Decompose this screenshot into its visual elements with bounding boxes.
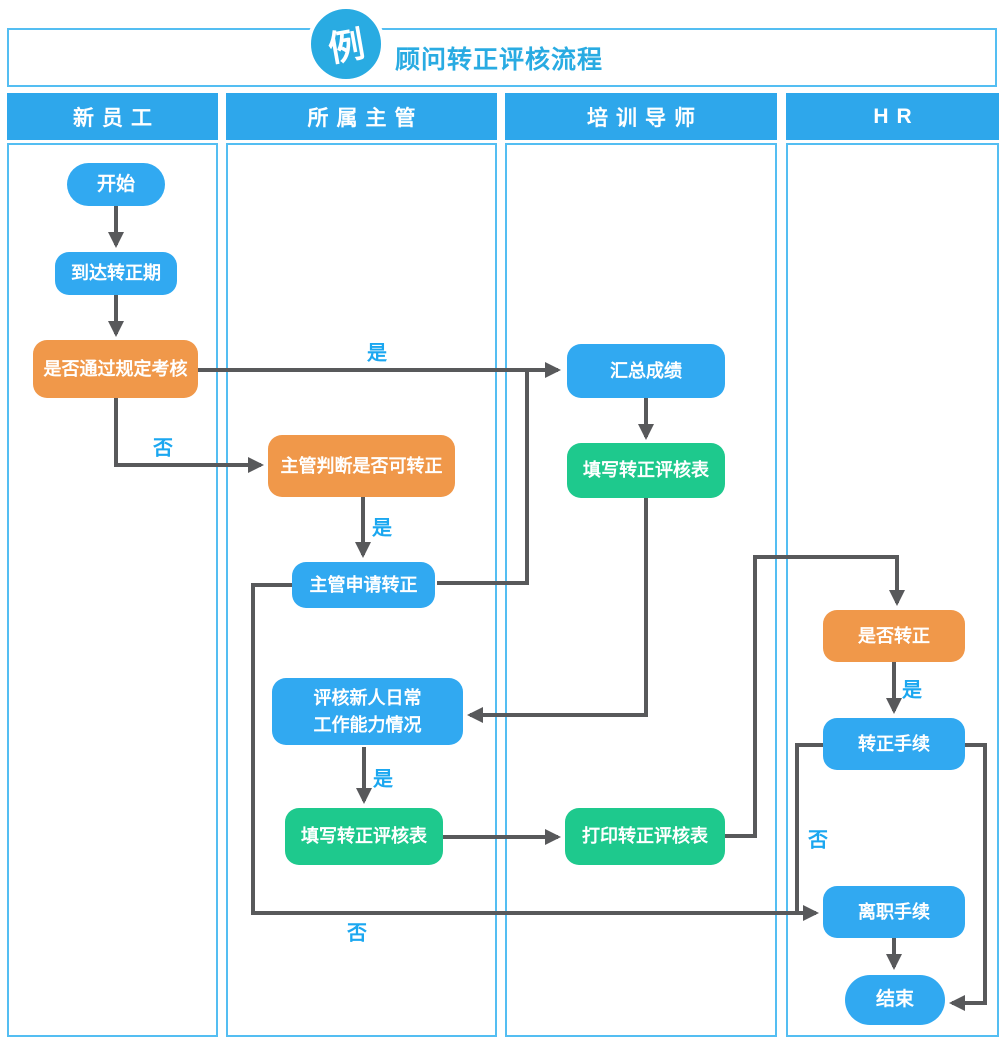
edge-label-pass-exam-yes-to-summarize: 是 [367,342,387,365]
lane-header-hr: HR [786,93,999,140]
flow-node-print-form: 打印转正评核表 [565,808,725,865]
flow-node-assess-ability: 评核新人日常工作能力情况 [272,678,463,745]
lane-header-mentor: 培训导师 [505,93,777,140]
flow-node-regularization-procedure-label: 转正手续 [858,733,930,754]
flow-node-start-label: 开始 [96,173,135,195]
flow-node-start: 开始 [67,163,165,206]
lane-body-new-employee [7,143,218,1037]
flow-node-end-label: 结束 [875,989,914,1011]
edge-label-apply-no-to-resignation: 否 [347,922,367,945]
flow-node-confirm-regularization-label: 是否转正 [858,625,930,646]
flow-node-fill-form-supervisor: 填写转正评核表 [285,808,443,865]
edge-label-judge-yes-to-apply: 是 [372,517,392,540]
example-badge: 例 [307,5,385,83]
flow-node-supervisor-judge: 主管判断是否可转正 [268,435,455,497]
flow-node-fill-form-supervisor-label: 填写转正评核表 [301,826,427,847]
flow-node-resignation-procedure: 离职手续 [823,886,965,938]
page-title: 顾问转正评核流程 [395,45,604,74]
flow-node-pass-exam-decision: 是否通过规定考核 [33,340,198,398]
flow-node-resignation-procedure-label: 离职手续 [858,901,930,922]
flow-node-reach-period: 到达转正期 [55,252,177,295]
title-box [7,28,997,87]
lane-header-new-employee: 新员工 [7,93,218,140]
flow-node-print-form-label: 打印转正评核表 [582,826,708,847]
flow-node-confirm-regularization: 是否转正 [823,610,965,662]
flow-node-summarize-scores-label: 汇总成绩 [610,360,682,381]
edge-label-pass-exam-no-to-supervisor-judge: 否 [153,437,173,460]
lane-body-mentor [505,143,777,1037]
edge-label-confirm-yes-to-procedure: 是 [902,679,922,702]
flow-node-fill-form-mentor: 填写转正评核表 [567,443,725,498]
flow-node-summarize-scores: 汇总成绩 [567,344,725,398]
lane-header-supervisor: 所属主管 [226,93,497,140]
flow-node-pass-exam-decision-label: 是否通过规定考核 [43,358,188,379]
flow-node-supervisor-apply-label: 主管申请转正 [309,574,418,595]
flow-node-end: 结束 [845,975,945,1025]
edge-label-assess-yes-to-fill-form: 是 [373,768,393,791]
flow-node-supervisor-judge-label: 主管判断是否可转正 [280,455,443,476]
flow-node-fill-form-mentor-label: 填写转正评核表 [583,460,709,481]
flow-node-assess-ability-label: 工作能力情况 [313,714,422,735]
flow-node-reach-period-label: 到达转正期 [71,263,161,284]
flow-node-supervisor-apply: 主管申请转正 [292,562,435,608]
flow-node-assess-ability-label: 评核新人日常 [313,688,422,709]
example-badge-text: 例 [325,23,368,70]
flow-node-regularization-procedure: 转正手续 [823,718,965,770]
edge-label-confirm-no-branch: 否 [808,829,828,852]
